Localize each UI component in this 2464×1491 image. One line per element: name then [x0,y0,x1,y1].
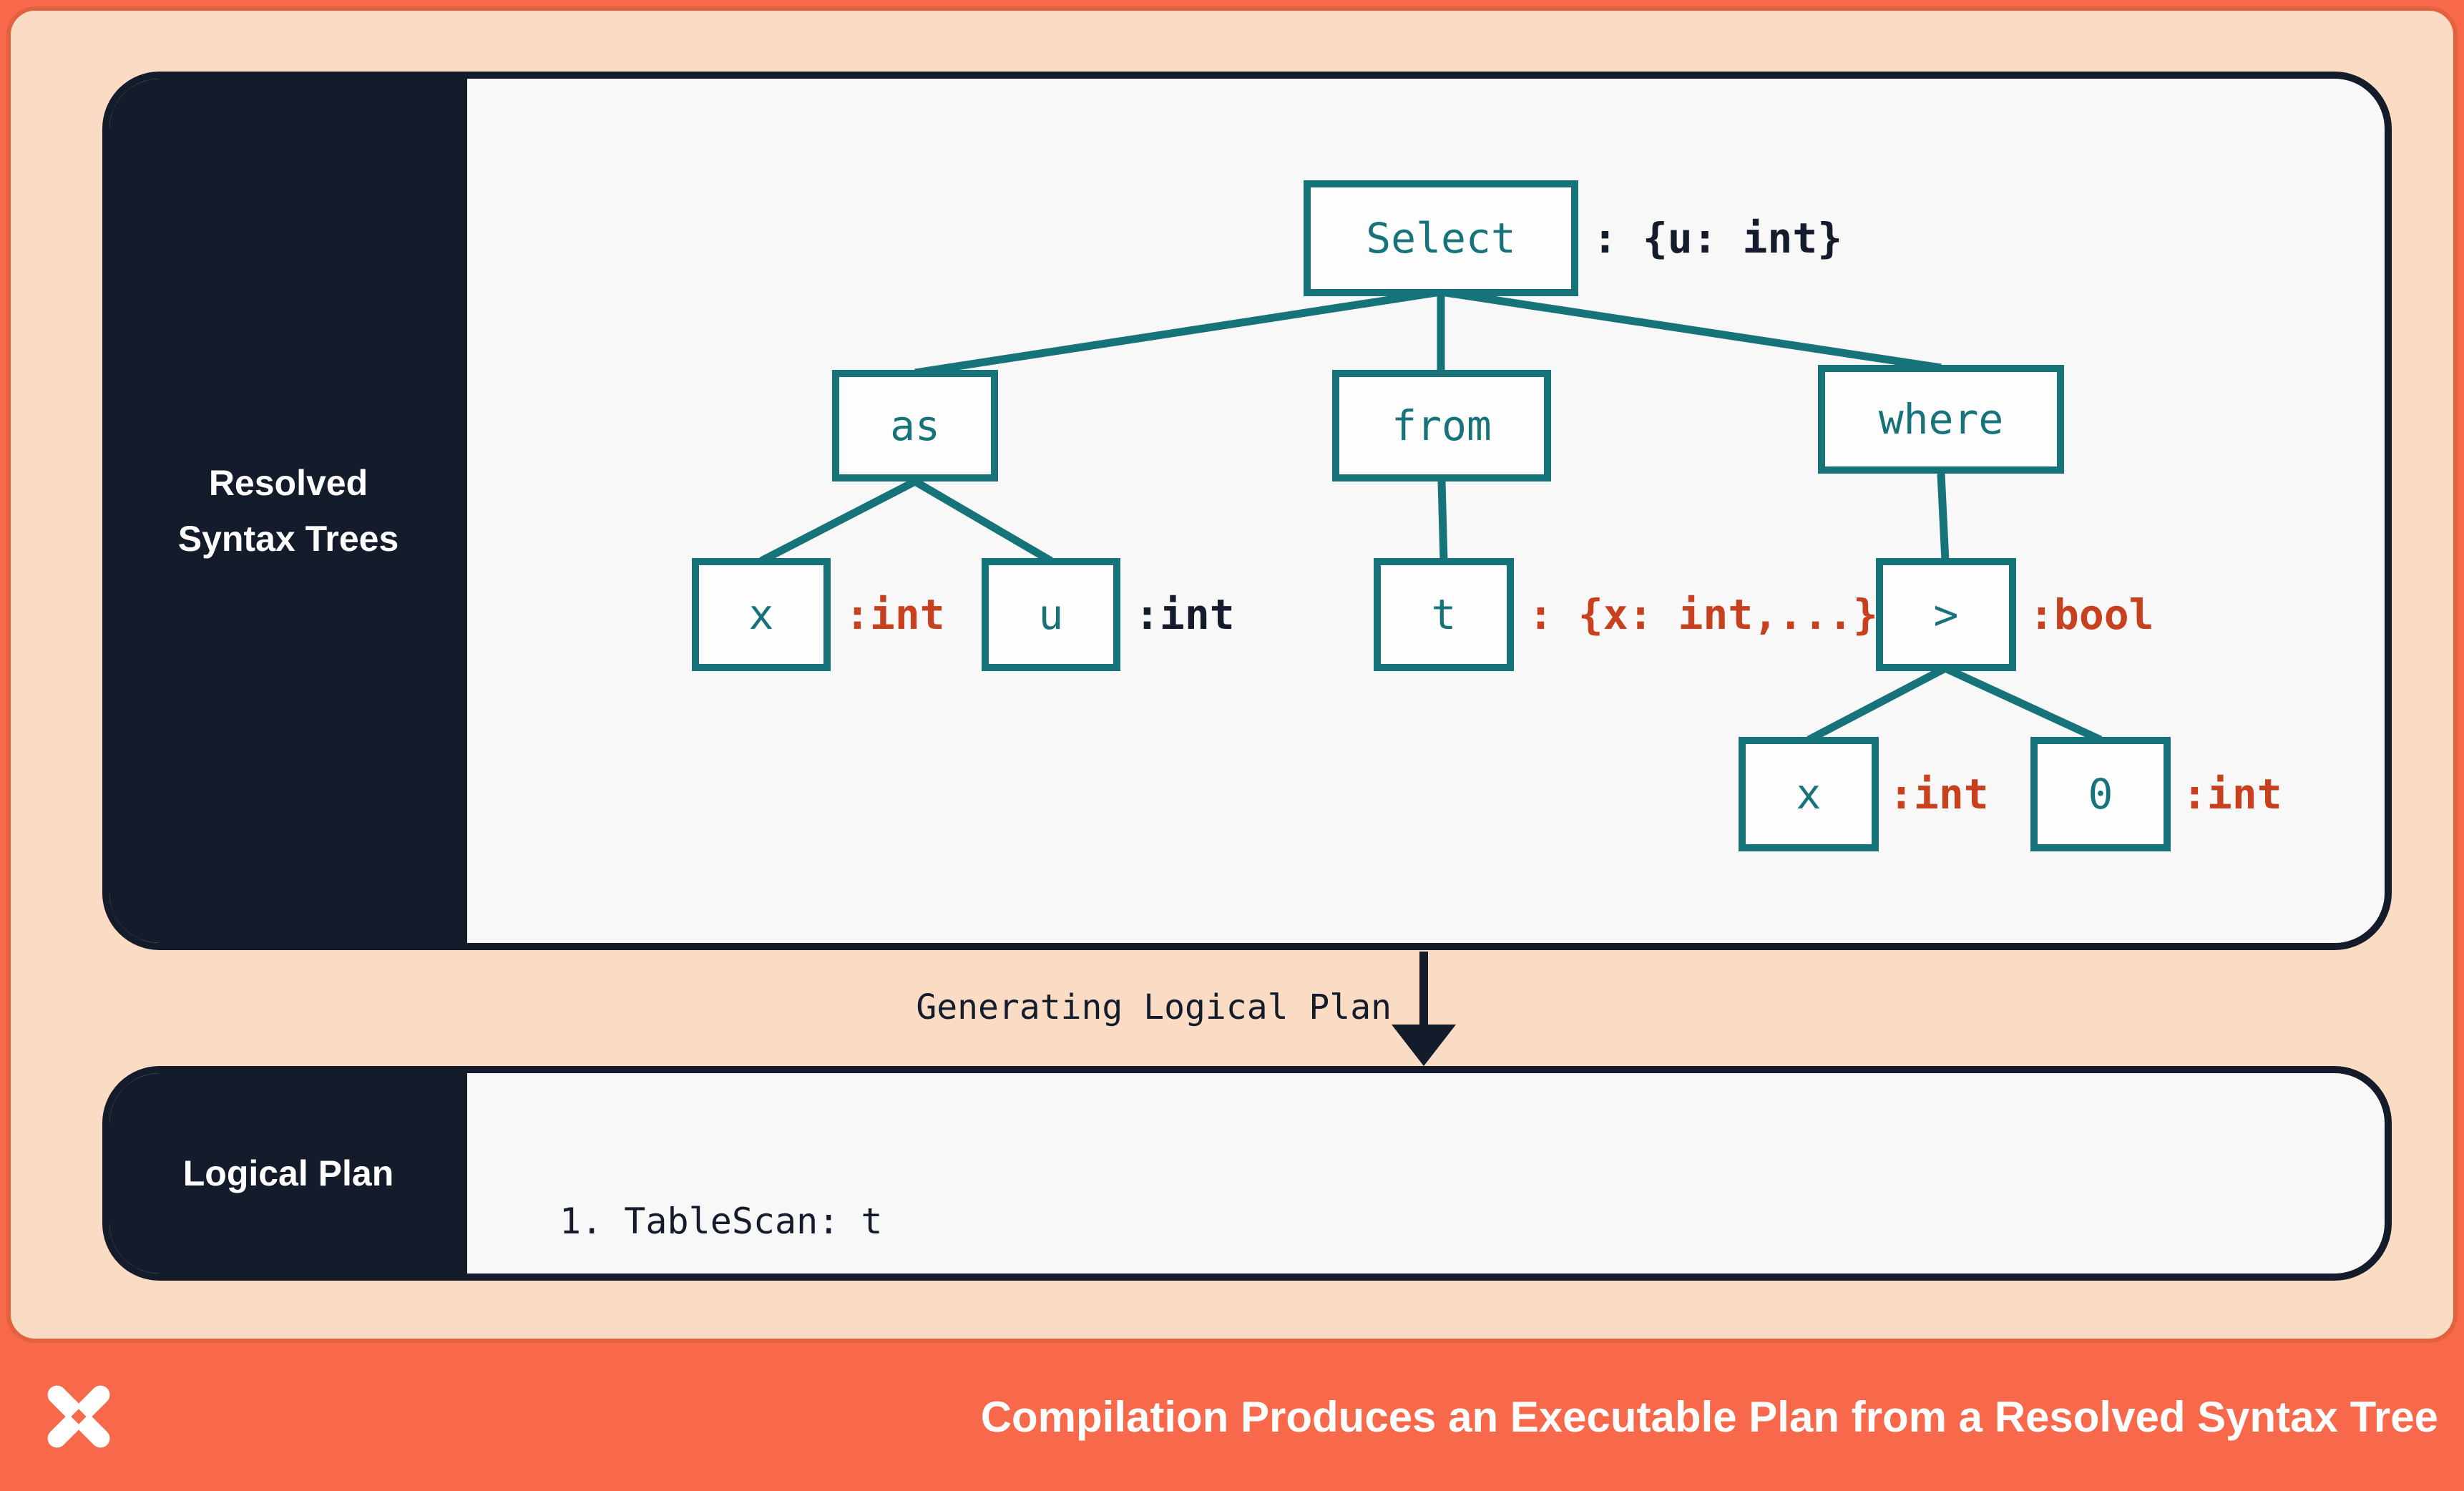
tree-node-u: u [982,558,1120,671]
down-arrow-head-icon [1392,1025,1456,1066]
tree-node-x-alias: x [692,558,831,671]
plan-panel-title: Logical Plan [182,1153,394,1193]
plan-step-1: 1. TableScan: t [559,1201,883,1242]
tree-node-greater-than-label: > [1933,590,1959,639]
rst-panel-sidebar: Resolved Syntax Trees [109,79,467,943]
tree-node-as-label: as [890,401,940,450]
plan-panel-sidebar: Logical Plan [109,1073,467,1274]
type-annotation-u: :int [1135,590,1235,639]
logical-plan-panel: Logical Plan 1. TableScan: t 2. Filter: … [102,1066,2392,1281]
tree-node-as: as [832,370,998,481]
tree-node-from-label: from [1392,401,1492,450]
tree-node-x-alias-label: x [748,590,774,639]
tree-node-x-operand-label: x [1796,770,1822,818]
footer-title: Compilation Produces an Executable Plan … [980,1393,2438,1441]
resolved-syntax-trees-panel: Resolved Syntax Trees Select : {u: int} … [102,72,2392,950]
tree-node-from: from [1332,370,1551,481]
tree-node-select-label: Select [1366,214,1516,263]
type-annotation-zero: :int [2182,770,2282,818]
type-annotation-x-operand: :int [1889,770,1989,818]
tree-node-x-operand: x [1739,737,1879,851]
type-annotation-t: : {x: int,...} [1528,590,1878,639]
tree-node-zero-label: 0 [2088,770,2113,818]
tree-node-t-label: t [1431,590,1457,639]
tree-node-select: Select [1304,180,1578,296]
tree-node-zero: 0 [2030,737,2171,851]
tree-node-u-label: u [1038,590,1064,639]
footer-bar: Compilation Produces an Executable Plan … [0,1343,2464,1491]
tree-edges [759,288,2103,743]
plan-steps-list: 1. TableScan: t 2. Filter: t.x > 0 3. Pr… [559,1096,1055,1274]
tree-node-t: t [1374,558,1514,671]
type-annotation-select: : {u: int} [1593,214,1843,263]
transition-label: Generating Logical Plan [916,987,1392,1027]
tree-node-where: where [1818,365,2064,474]
tree-node-where-label: where [1878,395,2004,444]
pinwheel-logo-icon [47,1385,110,1448]
rst-panel-title: Resolved Syntax Trees [177,463,399,559]
type-annotation-x-alias: :int [845,590,945,639]
tree-node-greater-than: > [1876,558,2016,671]
type-annotation-greater-than: :bool [2029,590,2154,639]
down-arrow-line [1419,952,1428,1032]
